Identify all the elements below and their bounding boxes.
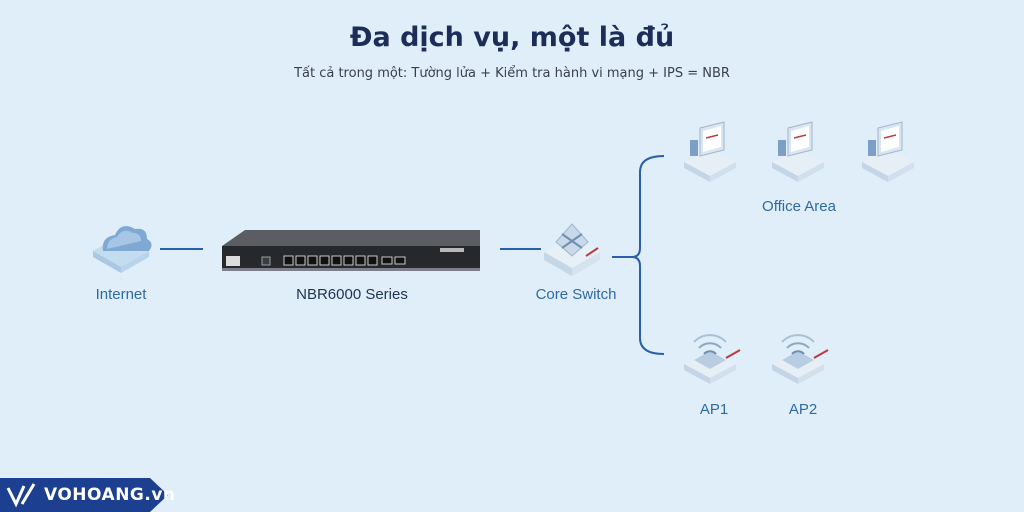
vohoang-logo[interactable] [0,478,168,512]
ap1-label: AP1 [699,401,729,418]
vohoang-logo-text: VOHOANG.vn [44,485,176,505]
diagram-title: Đa dịch vụ, một là đủ [349,22,675,53]
pc-icon [772,121,824,182]
core-switch-icon [544,223,600,276]
office-area-label: Office Area [762,198,836,215]
link-switch-office [612,155,665,258]
pc-icon [684,121,736,182]
cloud-icon [93,226,152,273]
ap2-label: AP2 [788,401,818,418]
access-point-icon [772,334,829,384]
diagram-subtitle: Tất cả trong một: Tường lửa + Kiểm tra h… [294,66,730,81]
router-device-icon [222,230,480,271]
router-label: NBR6000 Series [296,286,408,303]
access-point-icon [684,334,741,384]
internet-label: Internet [95,286,147,303]
core-switch-label: Core Switch [535,286,617,303]
link-switch-aps [631,256,665,355]
pc-icon [862,121,914,182]
